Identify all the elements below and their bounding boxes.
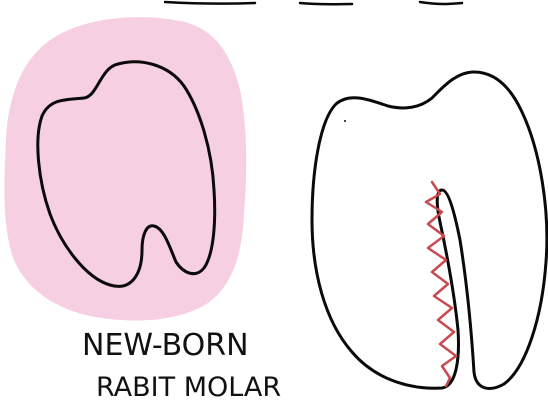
top-partial-stroke	[165, 2, 255, 4]
label-rabit-molar: RABIT MOLAR	[96, 372, 281, 401]
small-dot	[344, 120, 346, 122]
label-newborn: NEW-BORN	[82, 328, 249, 363]
top-partial-stroke-2	[300, 2, 462, 4]
molar-with-crack-outline	[312, 72, 547, 388]
